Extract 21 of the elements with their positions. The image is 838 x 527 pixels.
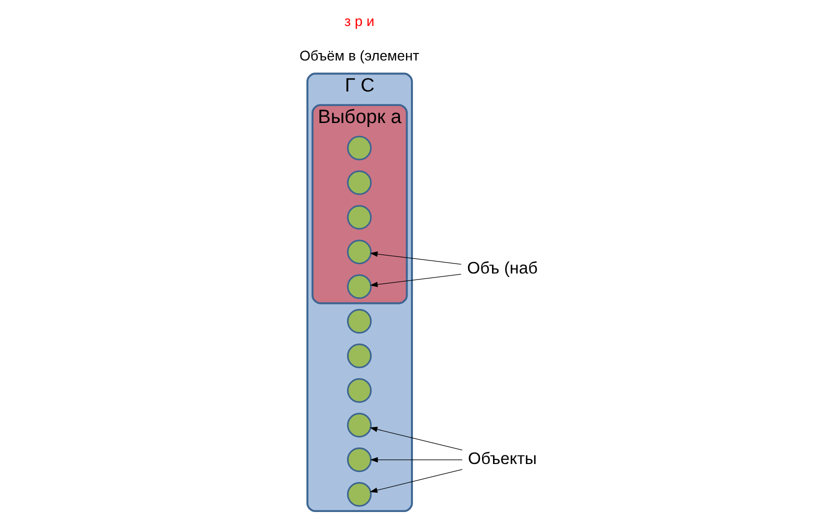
node-text: Объекты: [468, 448, 537, 468]
arrow: [370, 274, 462, 288]
node-circle: [347, 204, 372, 230]
arrow: [370, 469, 463, 493]
node-circle: [347, 240, 372, 264]
label: Объём в (элемент: [299, 48, 420, 64]
node-circle: [347, 274, 372, 299]
node-circle: [347, 136, 372, 160]
arrow: [370, 251, 462, 265]
node-circle: [347, 344, 372, 368]
arrow: [370, 426, 463, 450]
node-text: Объ (наб: [467, 258, 538, 278]
node-circle: [347, 482, 372, 507]
arrow: [370, 457, 463, 462]
node-circle: [347, 378, 372, 403]
label: з р и: [344, 12, 374, 29]
node-circle: [347, 308, 372, 334]
node-circle: [347, 412, 372, 438]
node-circle: [347, 170, 372, 196]
node-circle: [347, 447, 372, 472]
cluster: Выборк а: [312, 104, 408, 304]
